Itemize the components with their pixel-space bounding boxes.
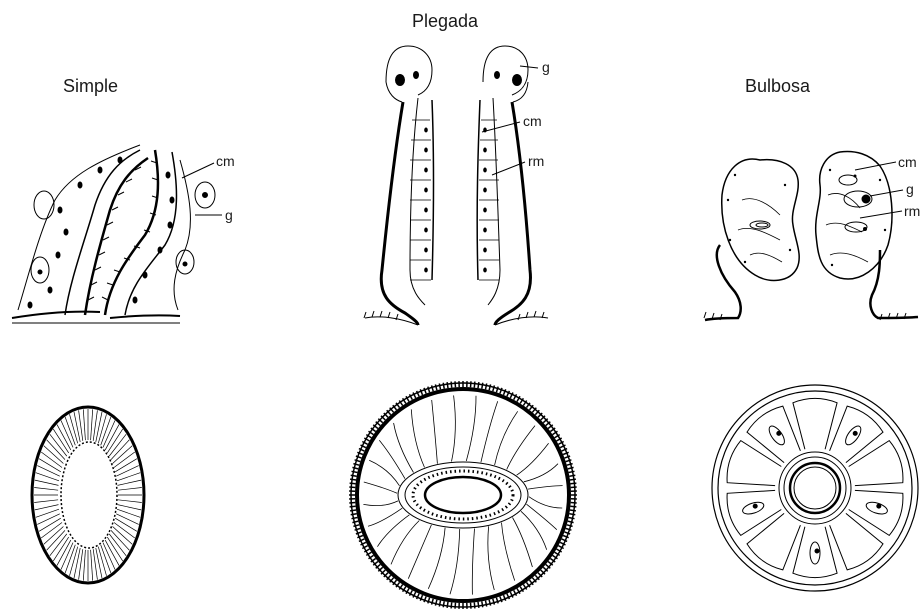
- simple-longitudinal-section: [12, 145, 215, 323]
- label-plegada-cm: cm: [523, 113, 542, 129]
- plegada-cm-leader: [482, 122, 520, 132]
- simple-cross-section: [32, 407, 144, 583]
- title-plegada: Plegada: [412, 11, 479, 31]
- simple-cm-leader: [182, 163, 214, 178]
- label-bulbosa-rm: rm: [904, 203, 920, 219]
- label-plegada-rm: rm: [528, 153, 544, 169]
- plegada-nuclei: [395, 71, 522, 273]
- plegada-longitudinal-section: [364, 46, 548, 325]
- bulbosa-cm-leader: [855, 162, 896, 170]
- label-plegada-g: g: [542, 59, 550, 75]
- bulbosa-rm-leader: [860, 211, 902, 218]
- plegada-cross-section: [349, 381, 577, 609]
- label-bulbosa-g: g: [906, 181, 914, 197]
- plegada-g-leader: [520, 66, 538, 68]
- label-bulbosa-cm: cm: [898, 154, 917, 170]
- label-simple-cm: cm: [216, 153, 235, 169]
- bulbosa-inclusions: [750, 175, 872, 232]
- title-simple: Simple: [63, 76, 118, 96]
- bulbosa-g-leader: [870, 190, 903, 196]
- bulbosa-cross-section: [712, 385, 918, 591]
- label-simple-g: g: [225, 207, 233, 223]
- bulbosa-longitudinal-section: [704, 152, 918, 320]
- title-bulbosa: Bulbosa: [745, 76, 811, 96]
- simple-nuclei: [28, 157, 175, 309]
